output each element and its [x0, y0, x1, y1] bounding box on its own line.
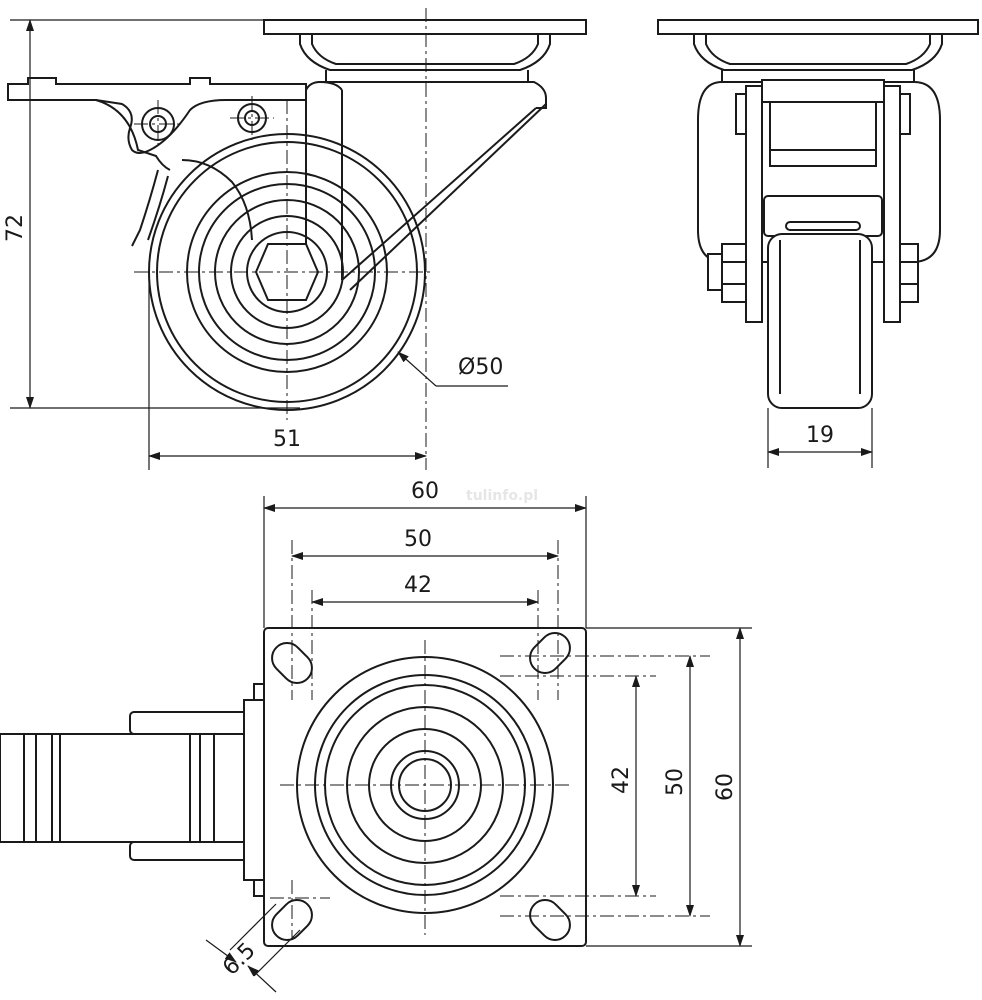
dim-plate-width: 60 tulinfo.pl	[263, 479, 587, 628]
front-wheel	[767, 233, 873, 409]
side-view: 72 51 Ø50	[3, 8, 587, 470]
dim-plate-height: 60	[586, 627, 752, 947]
svg-text:42: 42	[404, 573, 432, 598]
svg-text:51: 51	[273, 427, 301, 452]
front-brake-cover	[761, 79, 885, 103]
svg-text:72: 72	[3, 214, 28, 242]
side-swivel-head	[318, 81, 547, 109]
dim-swivel-offset: 51	[148, 272, 427, 470]
svg-text:50: 50	[404, 527, 432, 552]
top-mounting-plate	[263, 627, 587, 947]
dim-wheel-diameter: Ø50	[397, 351, 508, 387]
bolt-slots	[271, 632, 571, 941]
dim-total-height: 72	[3, 19, 300, 409]
front-nut-right	[899, 243, 919, 303]
dim-bolt-spacing-outer-v: 50	[663, 655, 694, 917]
top-brake-pedal	[0, 683, 265, 897]
dim-slot-width: 6.5	[205, 903, 301, 993]
svg-text:19: 19	[806, 423, 834, 448]
dim-wheel-width: 19	[767, 408, 873, 468]
dim-bolt-spacing-inner-v: 42	[609, 675, 640, 897]
svg-text:tulinfo.pl: tulinfo.pl	[466, 488, 538, 504]
dim-bolt-spacing-inner: 42	[311, 573, 539, 606]
svg-text:6.5: 6.5	[218, 938, 260, 980]
side-raceway	[299, 34, 551, 71]
front-top-plate	[657, 19, 979, 35]
svg-text:42: 42	[609, 766, 634, 794]
top-view: 60 tulinfo.pl 50 42 60 50 42	[0, 479, 752, 993]
dim-bolt-spacing-outer: 50	[291, 527, 559, 560]
svg-text:60: 60	[411, 479, 439, 504]
svg-text:50: 50	[663, 768, 688, 796]
front-view: 19	[657, 19, 979, 468]
svg-text:Ø50: Ø50	[458, 355, 503, 380]
svg-text:60: 60	[713, 773, 738, 801]
side-top-plate	[263, 19, 587, 35]
side-brake-lever	[7, 77, 307, 247]
